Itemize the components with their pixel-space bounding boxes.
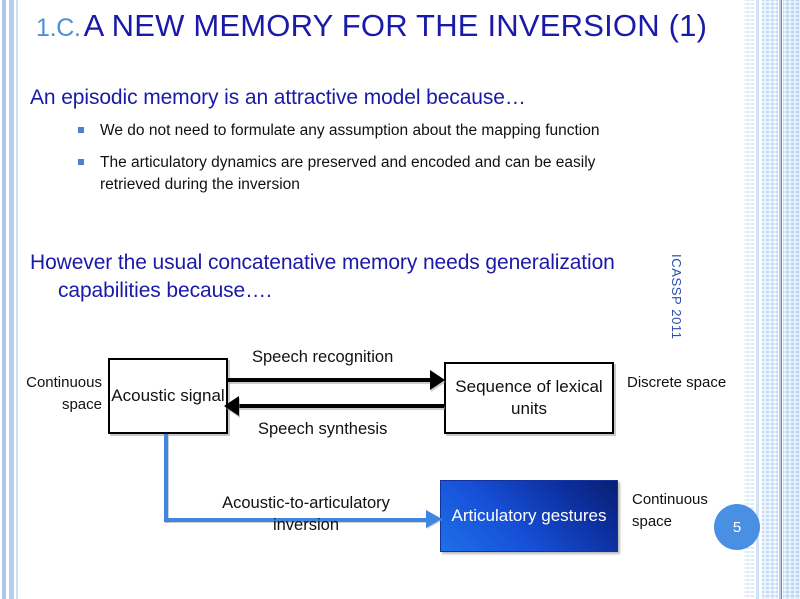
arrowhead-blue-right-icon — [426, 510, 442, 528]
left-edge-stripe-2 — [9, 0, 14, 599]
page-number-badge: 5 — [714, 504, 760, 550]
lead-statement-2-line1: However the usual concatenative memory n… — [30, 251, 615, 274]
arrowhead-left-icon — [224, 396, 239, 416]
conference-sidebar-label: ICASSP 2011 — [669, 254, 684, 340]
label-continuous-space-right: Continuous space — [632, 491, 708, 530]
label-discrete-space: Discrete space — [627, 374, 727, 391]
left-edge-stripe-3 — [16, 0, 18, 599]
diagram-node-articulatory-gestures: Articulatory gestures — [440, 480, 618, 552]
arrow-label-acoustic-to-articulatory-inversion: Acoustic-to-articulatory inversion — [222, 494, 390, 535]
right-edge-texture-overlay — [744, 0, 800, 599]
connector-inversion-vertical — [164, 434, 168, 522]
lead-statement-2: However the usual concatenative memory n… — [30, 249, 730, 306]
connector-inversion-horizontal — [164, 518, 430, 522]
square-bullet-icon — [78, 127, 84, 133]
label-continuous-space-left: Continuous space — [26, 374, 102, 413]
arrow-shaft-speech-recognition — [228, 378, 434, 382]
lead-statement-2-line2: capabilities because…. — [58, 279, 272, 303]
arrow-shaft-speech-synthesis — [238, 404, 444, 408]
list-item: The articulatory dynamics are preserved … — [78, 152, 660, 197]
arrowhead-right-icon — [430, 370, 445, 390]
title-section-index: 1.C. — [36, 14, 81, 42]
lead-statement-1: An episodic memory is an attractive mode… — [30, 86, 526, 109]
list-item: We do not need to formulate any assumpti… — [78, 120, 710, 142]
page-title: 1.C.A NEW MEMORY FOR THE INVERSION (1) — [36, 8, 707, 44]
list-item-label: We do not need to formulate any assumpti… — [100, 122, 600, 139]
left-edge-stripe-1 — [2, 0, 6, 599]
title-text: A NEW MEMORY FOR THE INVERSION (1) — [83, 8, 708, 43]
square-bullet-icon — [78, 159, 84, 165]
arrow-label-speech-recognition: Speech recognition — [252, 348, 394, 366]
list-item-label: The articulatory dynamics are preserved … — [100, 154, 596, 194]
diagram-node-acoustic-signal: Acoustic signal — [108, 358, 228, 434]
arrow-label-speech-synthesis: Speech synthesis — [258, 420, 388, 438]
diagram-node-lexical-units: Sequence of lexical units — [444, 362, 614, 434]
